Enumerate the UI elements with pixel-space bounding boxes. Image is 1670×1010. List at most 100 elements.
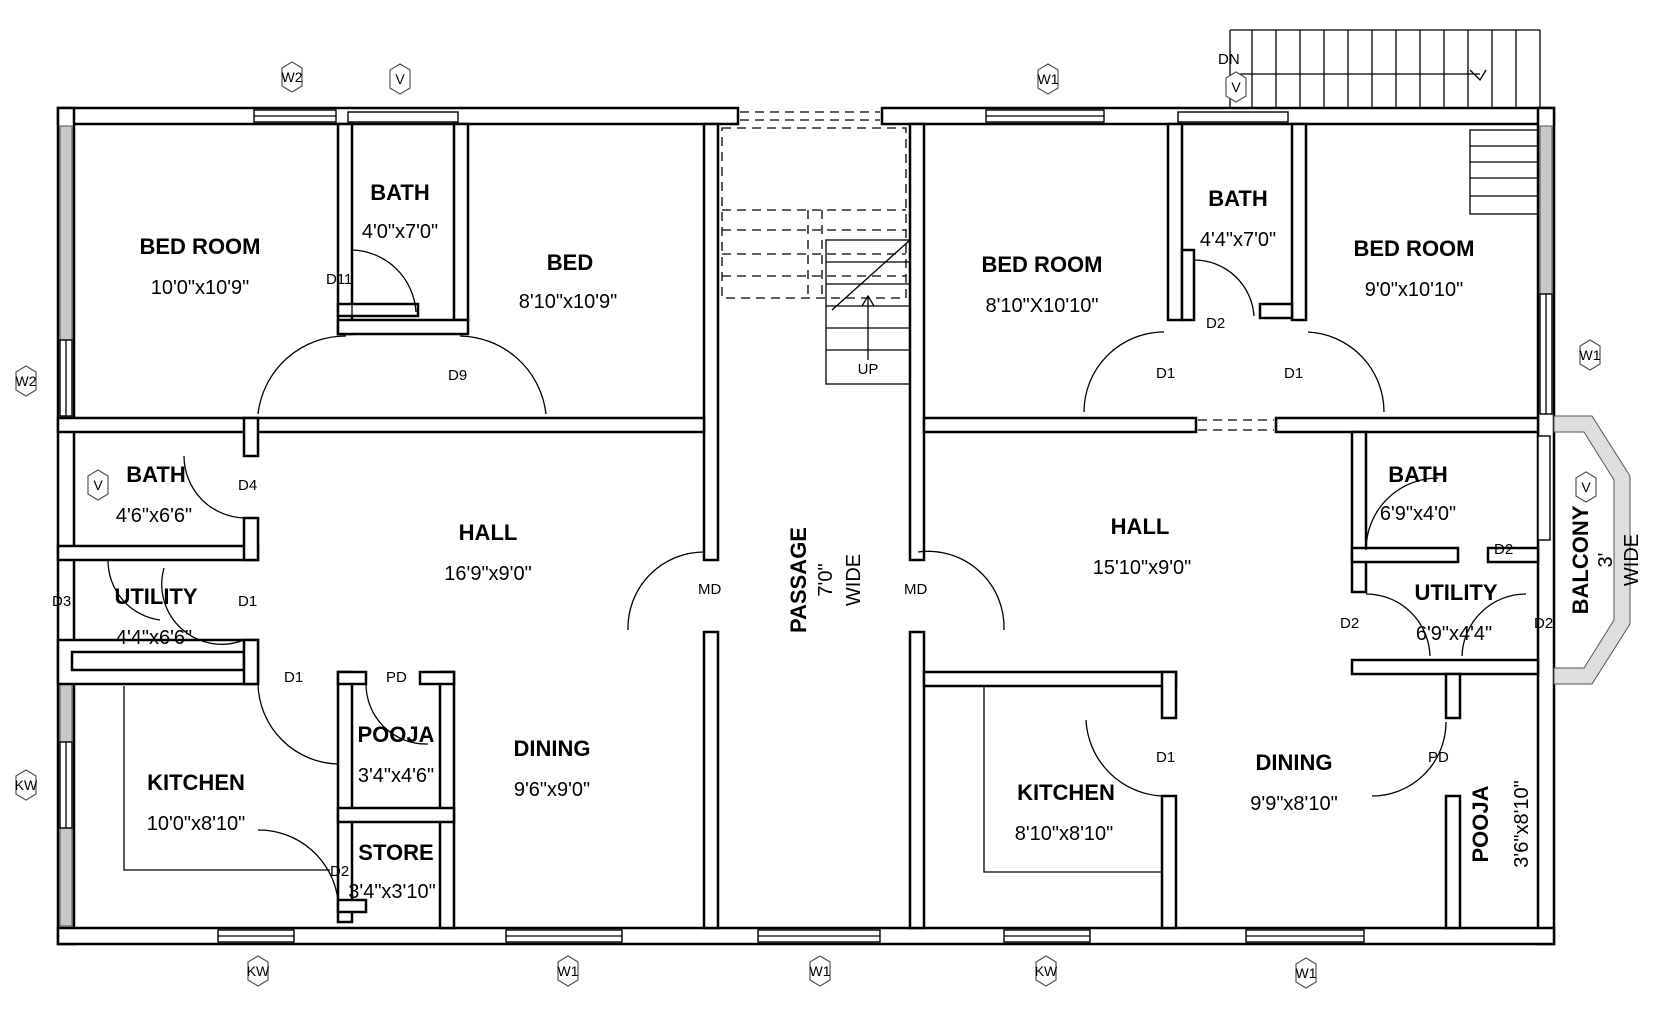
stair-labels: UP DN — [858, 51, 1240, 378]
room-size-dining-r: 9'9"x8'10" — [1250, 793, 1337, 815]
kitchen-platforms — [123, 686, 1162, 873]
room-size-pooja-l: 3'4"x4'6" — [358, 765, 434, 787]
svg-text:W2: W2 — [282, 69, 303, 85]
door-label-d2-r-bath: D2 — [1206, 315, 1225, 332]
room-size-kitchen-l: 10'0"x8'10" — [147, 813, 246, 835]
svg-text:W1: W1 — [810, 963, 831, 979]
room-name-bath-rt: BATH — [1208, 186, 1267, 211]
door-label-d2-r-util-l: D2 — [1340, 615, 1359, 632]
svg-text:W1: W1 — [1038, 71, 1059, 87]
dashed-openings — [721, 111, 1274, 431]
door-label-d2-r-util-bath: D2 — [1494, 541, 1513, 558]
room-size-bath-l: 4'6"x6'6" — [116, 505, 192, 527]
svg-text:KW: KW — [247, 963, 270, 979]
room-size-pooja-r: 3'6"x8'10" — [1511, 780, 1533, 867]
tag-w1-bot-r: W1 — [1295, 957, 1317, 989]
door-label-d9: D9 — [448, 367, 467, 384]
room-size-utility-l: 4'4"x6'6" — [116, 627, 192, 649]
tag-kw-bot-r: KW — [1035, 955, 1058, 987]
door-label-d1-l-kit: D1 — [284, 669, 303, 686]
door-label-d1-r-a: D1 — [1156, 365, 1175, 382]
tag-w1-bot-m: W1 — [809, 955, 831, 987]
door-swings — [107, 249, 1527, 901]
door-label-d11: D11 — [326, 271, 352, 288]
room-size-bath-tl: 4'0"x7'0" — [362, 221, 438, 243]
room-name-dining-r: DINING — [1256, 750, 1333, 775]
stair-up — [825, 239, 911, 385]
room-name-dining-l: DINING — [514, 736, 591, 761]
svg-text:V: V — [1581, 479, 1591, 495]
balcony-outline — [1553, 415, 1631, 685]
tag-kw-bot-l: KW — [247, 955, 270, 987]
tag-v-bath-l: V — [87, 469, 109, 501]
room-name-store-l: STORE — [358, 840, 433, 865]
room-name-bath-l: BATH — [126, 462, 185, 487]
room-size-balcony: 3' — [1595, 553, 1617, 568]
door-label-d2-l: D2 — [330, 863, 349, 880]
room-name-pooja-l: POOJA — [357, 722, 434, 747]
tag-v-top-r: V — [1225, 71, 1247, 103]
door-label-d1-r-kit: D1 — [1156, 749, 1175, 766]
tag-w2-left: W2 — [15, 365, 37, 397]
room-name-bath-tl: BATH — [370, 180, 429, 205]
stair-label-dn: DN — [1218, 51, 1240, 68]
room-name-utility-l: UTILITY — [114, 584, 197, 609]
door-label-pd-l: PD — [386, 669, 407, 686]
room-name-bed-tm: BED — [547, 250, 593, 275]
room-size-utility-r: 6'9"x4'4" — [1416, 623, 1492, 645]
room-name-hall-l: HALL — [459, 520, 518, 545]
svg-text:W1: W1 — [1580, 347, 1601, 363]
svg-text:W2: W2 — [16, 373, 37, 389]
outer-walls — [56, 106, 1556, 946]
room-size-bed-tm: 8'10"x10'9" — [519, 291, 618, 313]
room-size-bed-rl: 8'10"X10'10" — [985, 295, 1098, 317]
door-label-d3: D3 — [52, 593, 71, 610]
room-name-bed-rl: BED ROOM — [982, 252, 1103, 277]
left-unit-walls — [56, 122, 720, 930]
room-size-store-l: 3'4"x3'10" — [348, 881, 435, 903]
room-size-dining-l: 9'6"x9'0" — [514, 779, 590, 801]
tag-w1-top-r: W1 — [1037, 63, 1059, 95]
room-size-hall-l: 16'9"x9'0" — [444, 563, 531, 585]
svg-text:W1: W1 — [1296, 965, 1317, 981]
tag-v-bath-r: V — [1575, 471, 1597, 503]
door-label-d2-r-util-r: D2 — [1534, 615, 1553, 632]
room-name-bed-rr: BED ROOM — [1354, 236, 1475, 261]
svg-text:V: V — [93, 477, 103, 493]
room-labels: BED ROOM 10'0"x10'9" BATH 4'0"x7'0" BED … — [114, 180, 1643, 903]
room-name-utility-r: UTILITY — [1414, 580, 1497, 605]
door-label-md-r: MD — [904, 581, 927, 598]
svg-text:W1: W1 — [558, 963, 579, 979]
tag-w1-bot-l: W1 — [557, 955, 579, 987]
tag-v-top-l: V — [389, 63, 411, 95]
room-name-pooja-r: POOJA — [1468, 785, 1493, 862]
door-label-pd-r: PD — [1428, 749, 1449, 766]
room-note-balcony: WIDE — [1621, 534, 1643, 586]
door-label-md-l: MD — [698, 581, 721, 598]
room-size-bed-rr: 9'0"x10'10" — [1365, 279, 1464, 301]
room-name-bath-rr: BATH — [1388, 462, 1447, 487]
room-name-hall-r: HALL — [1111, 514, 1170, 539]
stair-label-up: UP — [858, 361, 879, 378]
tag-w1-right: W1 — [1579, 339, 1601, 371]
room-size-kitchen-r: 8'10"x8'10" — [1015, 823, 1114, 845]
tag-w2-top: W2 — [281, 61, 303, 93]
svg-text:KW: KW — [15, 777, 38, 793]
room-size-bath-rt: 4'4"x7'0" — [1200, 229, 1276, 251]
room-name-bed-tl: BED ROOM — [140, 234, 261, 259]
svg-text:KW: KW — [1035, 963, 1058, 979]
room-size-passage: 7'0" — [815, 563, 837, 596]
windows — [59, 109, 1553, 943]
room-name-kitchen-l: KITCHEN — [147, 770, 245, 795]
svg-text:V: V — [1231, 79, 1241, 95]
room-size-bed-tl: 10'0"x10'9" — [151, 277, 250, 299]
room-note-passage: WIDE — [843, 554, 865, 606]
svg-text:V: V — [395, 71, 405, 87]
room-name-passage: PASSAGE — [786, 527, 811, 633]
door-labels: D11 D9 D4 D3 D1 D1 PD D2 MD MD D2 D1 D1 … — [52, 271, 1553, 880]
room-name-kitchen-r: KITCHEN — [1017, 780, 1115, 805]
room-size-bath-rr: 6'9"x4'0" — [1380, 503, 1456, 525]
tag-kw-left: KW — [15, 769, 38, 801]
door-label-d1-l-util: D1 — [238, 593, 257, 610]
